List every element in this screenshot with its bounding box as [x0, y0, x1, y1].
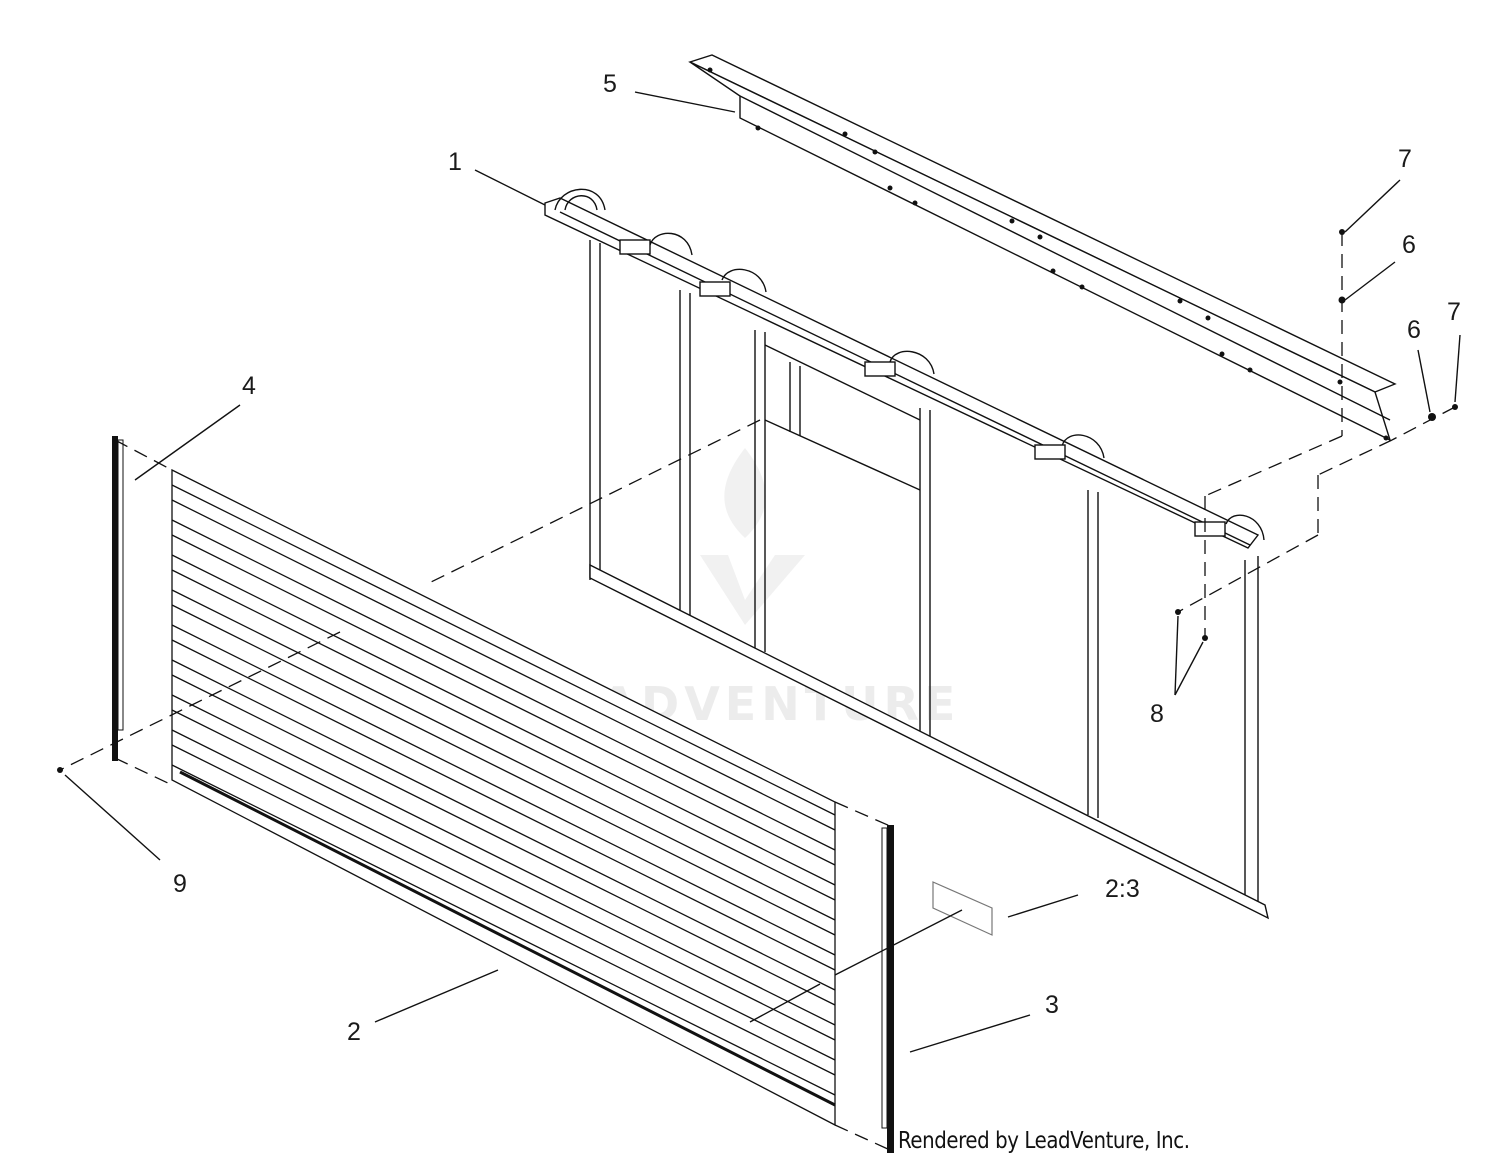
callout-6-side: 6 — [1407, 316, 1421, 344]
assembly-lines — [59, 232, 1456, 1151]
callout-2-3: 2:3 — [1105, 875, 1140, 903]
fastener-8b — [1202, 635, 1208, 641]
callout-5: 5 — [603, 70, 617, 98]
part-5-holes — [707, 67, 1389, 441]
callout-2: 2 — [347, 1018, 361, 1046]
part-5-top-cap — [688, 54, 1397, 442]
fastener-7-side — [1452, 404, 1458, 410]
callout-4: 4 — [242, 372, 256, 400]
callout-1: 1 — [448, 148, 462, 176]
panel-ribs — [171, 484, 836, 1107]
watermark-v-icon — [700, 555, 805, 625]
part-decal — [932, 881, 993, 936]
part-1-frame — [544, 188, 1270, 920]
callout-7-side: 7 — [1447, 298, 1461, 326]
part-2-corrugated-panel — [171, 468, 836, 1127]
part-4-left-trim — [112, 436, 124, 761]
fasteners — [57, 229, 1458, 773]
part-3-right-trim — [881, 825, 894, 1153]
callout-9: 9 — [173, 870, 187, 898]
fastener-7-top — [1339, 229, 1345, 235]
leader-lines — [64, 91, 1461, 1053]
render-credit: Rendered by LeadVenture, Inc. — [898, 1128, 1190, 1154]
watermark-flame-icon — [724, 448, 766, 538]
callout-3: 3 — [1045, 991, 1059, 1019]
fastener-6-side — [1428, 413, 1436, 421]
callout-7-top: 7 — [1398, 145, 1412, 173]
fastener-6-top — [1338, 296, 1346, 304]
callout-8: 8 — [1150, 700, 1164, 728]
fastener-9 — [57, 767, 63, 773]
fastener-8a — [1175, 609, 1181, 615]
callout-6-top: 6 — [1402, 231, 1416, 259]
callouts: 5 1 7 6 6 7 4 8 9 2:3 2 3 — [173, 70, 1461, 1046]
